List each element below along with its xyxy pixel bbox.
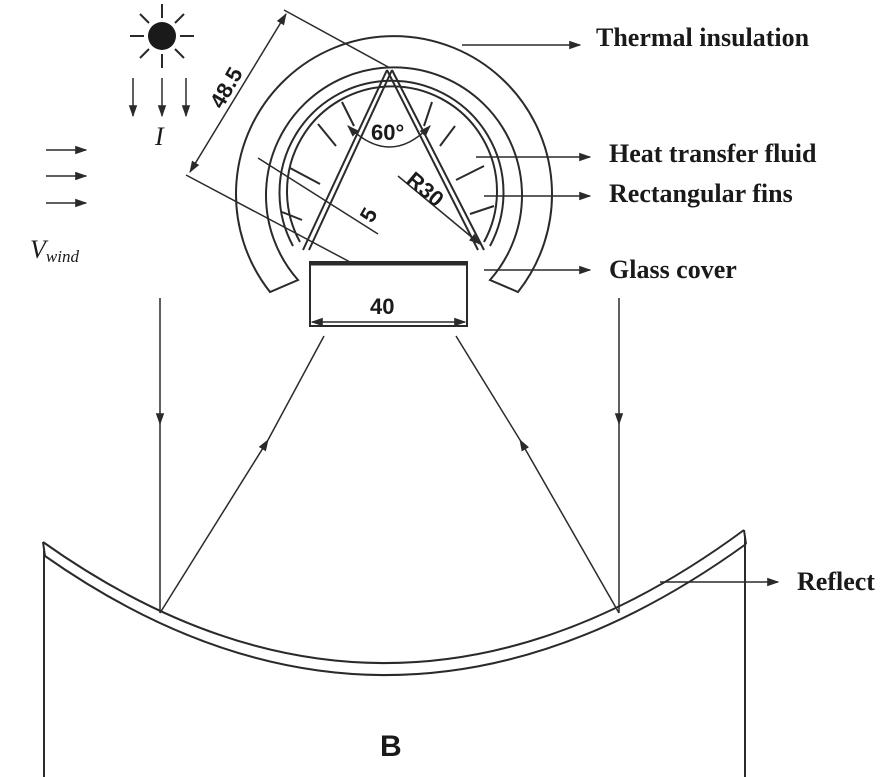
wind-symbol: Vwind (30, 235, 79, 266)
irradiance-arrows (128, 78, 191, 118)
reflected-rays (159, 335, 620, 614)
angle-arc (347, 125, 431, 148)
label-glass-cover: Glass cover (609, 255, 737, 284)
parabolic-reflector (42, 529, 747, 777)
irradiance-symbol: I (154, 122, 165, 151)
label-reflector: Reflect (797, 567, 875, 596)
dimension-5-line (257, 157, 379, 235)
sun-icon (130, 4, 194, 68)
wind-symbol-main: V (30, 235, 49, 264)
wind-arrows (46, 145, 88, 208)
label-thermal-insulation: Thermal insulation (596, 23, 810, 52)
wind-symbol-sub: wind (46, 247, 80, 266)
rectangular-fins (281, 101, 495, 221)
label-rectangular-fins: Rectangular fins (609, 179, 793, 208)
radius-label: R30 (402, 167, 449, 212)
angle-label: 60° (371, 120, 404, 145)
dimension-48-5 (185, 9, 391, 263)
dimension-40-label: 40 (370, 294, 394, 319)
v-fins (302, 69, 485, 251)
incident-rays (155, 298, 624, 613)
label-heat-transfer-fluid: Heat transfer fluid (609, 139, 817, 168)
label-arrows (462, 40, 780, 587)
panel-label: B (380, 730, 402, 763)
radius-line (397, 175, 481, 245)
dimension-5-label: 5 (355, 203, 383, 226)
